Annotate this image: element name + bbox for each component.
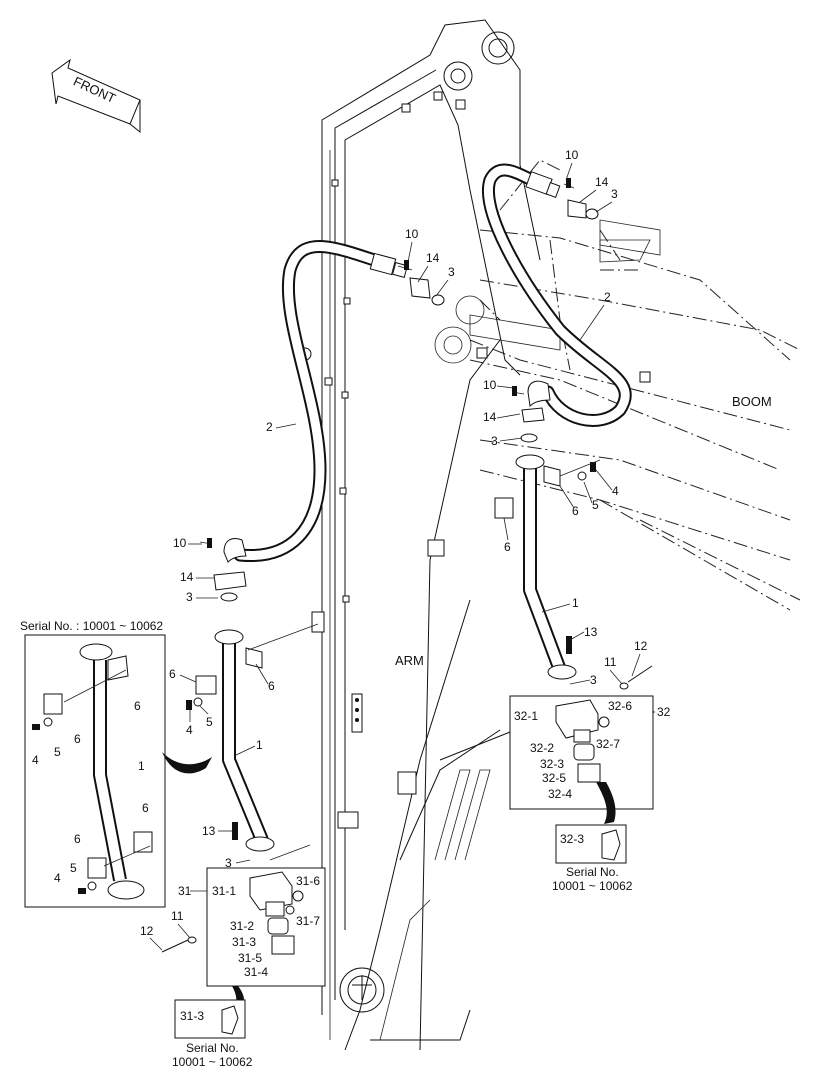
svg-text:31-4: 31-4 <box>244 965 268 979</box>
svg-text:4: 4 <box>612 484 619 498</box>
svg-text:3: 3 <box>448 265 455 279</box>
svg-text:4: 4 <box>32 753 39 767</box>
hoses <box>223 163 632 563</box>
svg-text:5: 5 <box>592 498 599 512</box>
callouts-left: 2 10 14 3 6 6 4 5 1 13 3 12 11 <box>140 420 311 953</box>
svg-text:14: 14 <box>595 175 609 189</box>
svg-text:14: 14 <box>180 570 194 584</box>
svg-text:6: 6 <box>268 679 275 693</box>
svg-text:12: 12 <box>140 924 154 938</box>
svg-text:4: 4 <box>54 871 61 885</box>
svg-text:10: 10 <box>173 536 187 550</box>
svg-text:11: 11 <box>604 655 617 669</box>
svg-text:6: 6 <box>134 699 141 713</box>
svg-text:32-6: 32-6 <box>608 699 632 713</box>
svg-text:32-5: 32-5 <box>542 771 566 785</box>
svg-text:Serial No.: Serial No. <box>186 1041 239 1055</box>
svg-text:32-2: 32-2 <box>530 741 554 755</box>
detail-32-3: 32-3 Serial No. 10001 ~ 10062 <box>552 824 633 893</box>
svg-text:1: 1 <box>256 738 263 752</box>
arm-label: ARM <box>395 653 424 668</box>
svg-text:10001 ~ 10062: 10001 ~ 10062 <box>552 879 633 893</box>
svg-text:32-3: 32-3 <box>560 832 584 846</box>
flanges <box>199 178 599 602</box>
svg-text:12: 12 <box>634 639 648 653</box>
boom-label: BOOM <box>732 394 772 409</box>
svg-text:3: 3 <box>611 187 618 201</box>
svg-text:6: 6 <box>504 540 511 554</box>
svg-text:11: 11 <box>171 909 184 923</box>
svg-text:10: 10 <box>565 148 579 162</box>
svg-text:31-1: 31-1 <box>212 884 236 898</box>
svg-text:32-3: 32-3 <box>540 757 564 771</box>
callouts-right-mid: 10 14 3 4 5 6 6 1 13 12 11 3 <box>483 378 653 690</box>
svg-text:3: 3 <box>491 434 498 448</box>
svg-text:5: 5 <box>70 861 77 875</box>
svg-text:4: 4 <box>186 723 193 737</box>
svg-text:32-4: 32-4 <box>548 787 572 801</box>
boom-structure <box>434 159 801 611</box>
svg-text:10: 10 <box>405 227 419 241</box>
svg-text:2: 2 <box>266 420 273 434</box>
svg-text:10: 10 <box>483 378 497 392</box>
svg-text:13: 13 <box>584 625 598 639</box>
callouts-top-mid: 10 14 3 <box>405 227 455 297</box>
svg-text:6: 6 <box>572 504 579 518</box>
front-arrow: FRONT <box>51 58 141 134</box>
svg-text:3: 3 <box>590 673 597 687</box>
svg-text:6: 6 <box>74 832 81 846</box>
svg-text:3: 3 <box>225 856 232 870</box>
svg-text:31-3: 31-3 <box>232 935 256 949</box>
svg-text:2: 2 <box>604 290 611 304</box>
callouts-top-right: 10 14 3 2 <box>565 148 618 341</box>
svg-text:31-3: 31-3 <box>180 1009 204 1023</box>
serial-box-left: Serial No. : 10001 ~ 10062 6 6 4 5 1 6 6… <box>20 619 212 908</box>
svg-text:31-7: 31-7 <box>296 914 320 928</box>
svg-text:14: 14 <box>483 410 497 424</box>
svg-text:1: 1 <box>572 596 579 610</box>
svg-text:10001 ~ 10062: 10001 ~ 10062 <box>172 1055 253 1069</box>
arm-structure <box>298 19 541 1051</box>
svg-text:5: 5 <box>206 715 213 729</box>
svg-text:1: 1 <box>138 759 145 773</box>
svg-text:14: 14 <box>426 251 440 265</box>
front-label: FRONT <box>71 74 118 107</box>
svg-text:32-7: 32-7 <box>596 737 620 751</box>
svg-text:31: 31 <box>178 884 192 898</box>
svg-text:32-1: 32-1 <box>514 709 538 723</box>
svg-text:32: 32 <box>657 705 671 719</box>
valve-box-32: 32 32-1 32-6 32-7 32-2 32-3 32-5 32-4 <box>509 695 671 824</box>
svg-text:6: 6 <box>74 732 81 746</box>
svg-text:Serial No.: Serial No. <box>566 865 619 879</box>
serial-range-label: Serial No. : 10001 ~ 10062 <box>20 619 163 633</box>
svg-text:6: 6 <box>142 801 149 815</box>
svg-text:6: 6 <box>169 667 176 681</box>
svg-text:31-5: 31-5 <box>238 951 262 965</box>
detail-31-3: 31-3 Serial No. 10001 ~ 10062 <box>172 999 253 1069</box>
svg-text:5: 5 <box>54 745 61 759</box>
svg-text:31-2: 31-2 <box>230 919 254 933</box>
svg-text:13: 13 <box>202 824 216 838</box>
valve-box-31: 31-1 31-6 31-7 31-2 31-3 31-5 31-4 31 <box>178 867 326 1016</box>
svg-text:31-6: 31-6 <box>296 874 320 888</box>
svg-text:3: 3 <box>186 590 193 604</box>
pipes <box>186 454 601 852</box>
